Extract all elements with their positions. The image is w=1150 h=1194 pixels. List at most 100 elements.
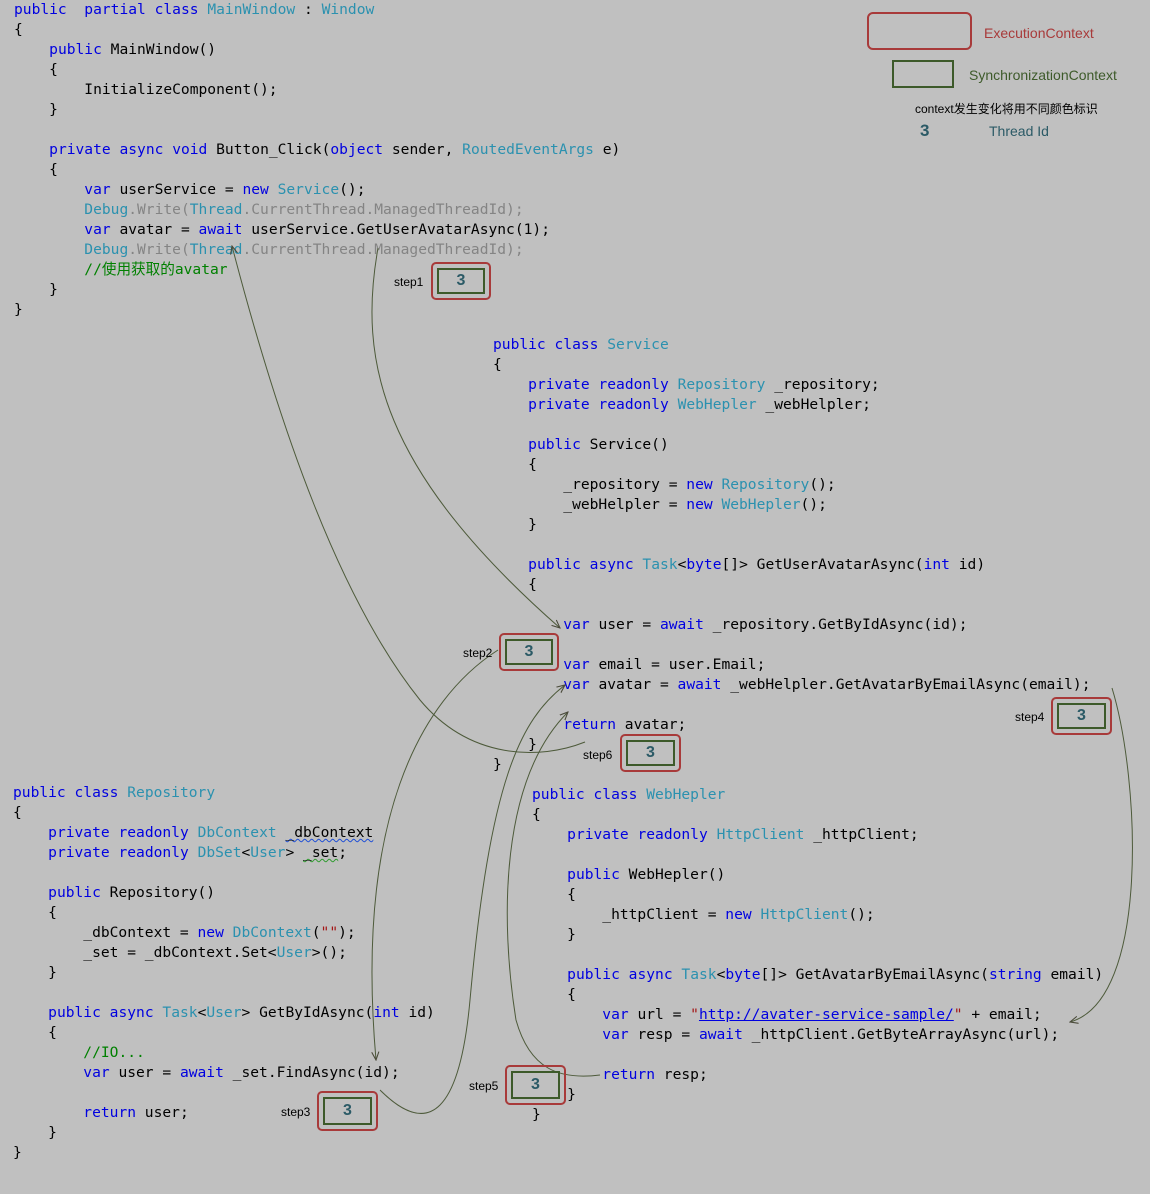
code-token: var <box>84 221 111 238</box>
code-token: } <box>493 736 537 753</box>
code-line: _set = _dbContext.Set<User>(); <box>13 943 347 963</box>
code-line: var resp = await _httpClient.GetByteArra… <box>532 1025 1059 1045</box>
code-token: readonly <box>118 844 189 861</box>
code-line: { <box>14 60 58 80</box>
code-token: //IO... <box>83 1044 145 1061</box>
code-token: return <box>83 1104 137 1121</box>
code-token: //使用获取的avatar <box>84 261 228 278</box>
code-token: new <box>242 181 269 198</box>
code-line: var avatar = await userService.GetUserAv… <box>14 220 550 240</box>
code-line: { <box>14 20 23 40</box>
code-token: RoutedEventArgs <box>462 141 594 158</box>
code-token: sender, <box>383 141 463 158</box>
code-token: public <box>13 784 66 801</box>
code-token: _repository = <box>493 476 687 493</box>
code-token: { <box>14 61 58 78</box>
code-token: .CurrentThread.ManagedThreadId); <box>242 201 524 218</box>
code-line: return avatar; <box>493 715 686 735</box>
code-token: url = <box>628 1006 691 1023</box>
code-token: email) <box>1041 966 1104 983</box>
code-token: DbContext <box>232 924 312 941</box>
code-token: public <box>532 786 585 803</box>
code-token: _httpClient.GetByteArrayAsync(url); <box>742 1026 1060 1043</box>
code-line: var userService = new Service(); <box>14 180 365 200</box>
code-token: string <box>988 966 1042 983</box>
code-token: public <box>48 1004 101 1021</box>
code-token: { <box>532 986 576 1003</box>
code-token: partial <box>84 1 146 18</box>
code-token: user = <box>589 616 660 633</box>
code-line: _webHelpler = new WebHepler(); <box>493 495 827 515</box>
step3-thread-id: 3 <box>323 1097 372 1125</box>
code-token: var <box>563 676 590 693</box>
code-token: async <box>628 966 673 983</box>
code-line: private readonly HttpClient _httpClient; <box>532 825 919 845</box>
code-token: class <box>593 786 638 803</box>
code-token: var <box>602 1026 629 1043</box>
code-token: Thread <box>189 241 243 258</box>
code-token: int <box>923 556 950 573</box>
code-token: async <box>109 1004 154 1021</box>
code-token: } <box>14 281 58 298</box>
code-line: public async Task<User> GetByIdAsync(int… <box>13 1003 435 1023</box>
code-line: Debug.Write(Thread.CurrentThread.Managed… <box>14 200 524 220</box>
code-token: < <box>241 844 251 861</box>
code-line: var avatar = await _webHelpler.GetAvatar… <box>493 675 1090 695</box>
code-token: .CurrentThread.ManagedThreadId); <box>242 241 524 258</box>
code-line: //IO... <box>13 1043 145 1063</box>
code-token: : <box>295 1 322 18</box>
code-line: //使用获取的avatar <box>14 260 228 280</box>
legend-sync-context-swatch <box>892 60 954 88</box>
code-line: public MainWindow() <box>14 40 216 60</box>
code-line: { <box>13 803 22 823</box>
code-line: public async Task<byte[]> GetUserAvatarA… <box>493 555 985 575</box>
code-token: Repository <box>127 784 216 801</box>
code-token: avatar = <box>110 221 199 238</box>
code-line: public async Task<byte[]> GetAvatarByEma… <box>532 965 1103 985</box>
code-token: class <box>154 1 199 18</box>
code-token: readonly <box>598 376 669 393</box>
step3-label: step3 <box>281 1105 311 1119</box>
code-token: private <box>48 824 110 841</box>
code-token: WebHepler() <box>619 866 726 883</box>
code-token: MainWindow <box>207 1 296 18</box>
code-token: public <box>567 966 620 983</box>
code-token: DbContext <box>197 824 277 841</box>
code-token: Service <box>277 181 340 198</box>
code-token: .Write( <box>128 241 190 258</box>
code-token: } <box>493 516 537 533</box>
code-token: > <box>285 844 304 861</box>
code-token: public <box>14 1 67 18</box>
code-token: HttpClient <box>716 826 805 843</box>
code-token: } <box>13 964 57 981</box>
step3-badge: 3 <box>317 1091 378 1131</box>
code-token: Service() <box>580 436 669 453</box>
step2-thread-id: 3 <box>505 639 553 665</box>
code-token: _repository; <box>765 376 880 393</box>
code-token: id) <box>399 1004 435 1021</box>
code-line: public class WebHepler <box>532 785 725 805</box>
code-line: { <box>13 1023 57 1043</box>
code-token: { <box>532 886 576 903</box>
code-token: public <box>49 41 102 58</box>
code-token: private <box>48 844 110 861</box>
code-token: User <box>206 1004 242 1021</box>
code-line: } <box>532 925 576 945</box>
code-token: .Write( <box>128 201 190 218</box>
code-line: { <box>493 355 502 375</box>
code-line: } <box>14 100 58 120</box>
code-token: public <box>48 884 101 901</box>
code-token: int <box>373 1004 400 1021</box>
legend-note: context发生变化将用不同颜色标识 <box>915 102 1098 116</box>
code-line: { <box>13 903 57 923</box>
code-token: { <box>13 904 57 921</box>
code-token: _webHelpler; <box>756 396 871 413</box>
legend-thread-id-value: 3 <box>920 121 930 140</box>
code-token: _webHelpler = <box>493 496 687 513</box>
code-token: > GetByIdAsync( <box>241 1004 374 1021</box>
code-token: []> GetUserAvatarAsync( <box>721 556 924 573</box>
code-token: WebHepler <box>721 496 801 513</box>
code-token: object <box>330 141 384 158</box>
arrow-step2 <box>372 649 499 1060</box>
